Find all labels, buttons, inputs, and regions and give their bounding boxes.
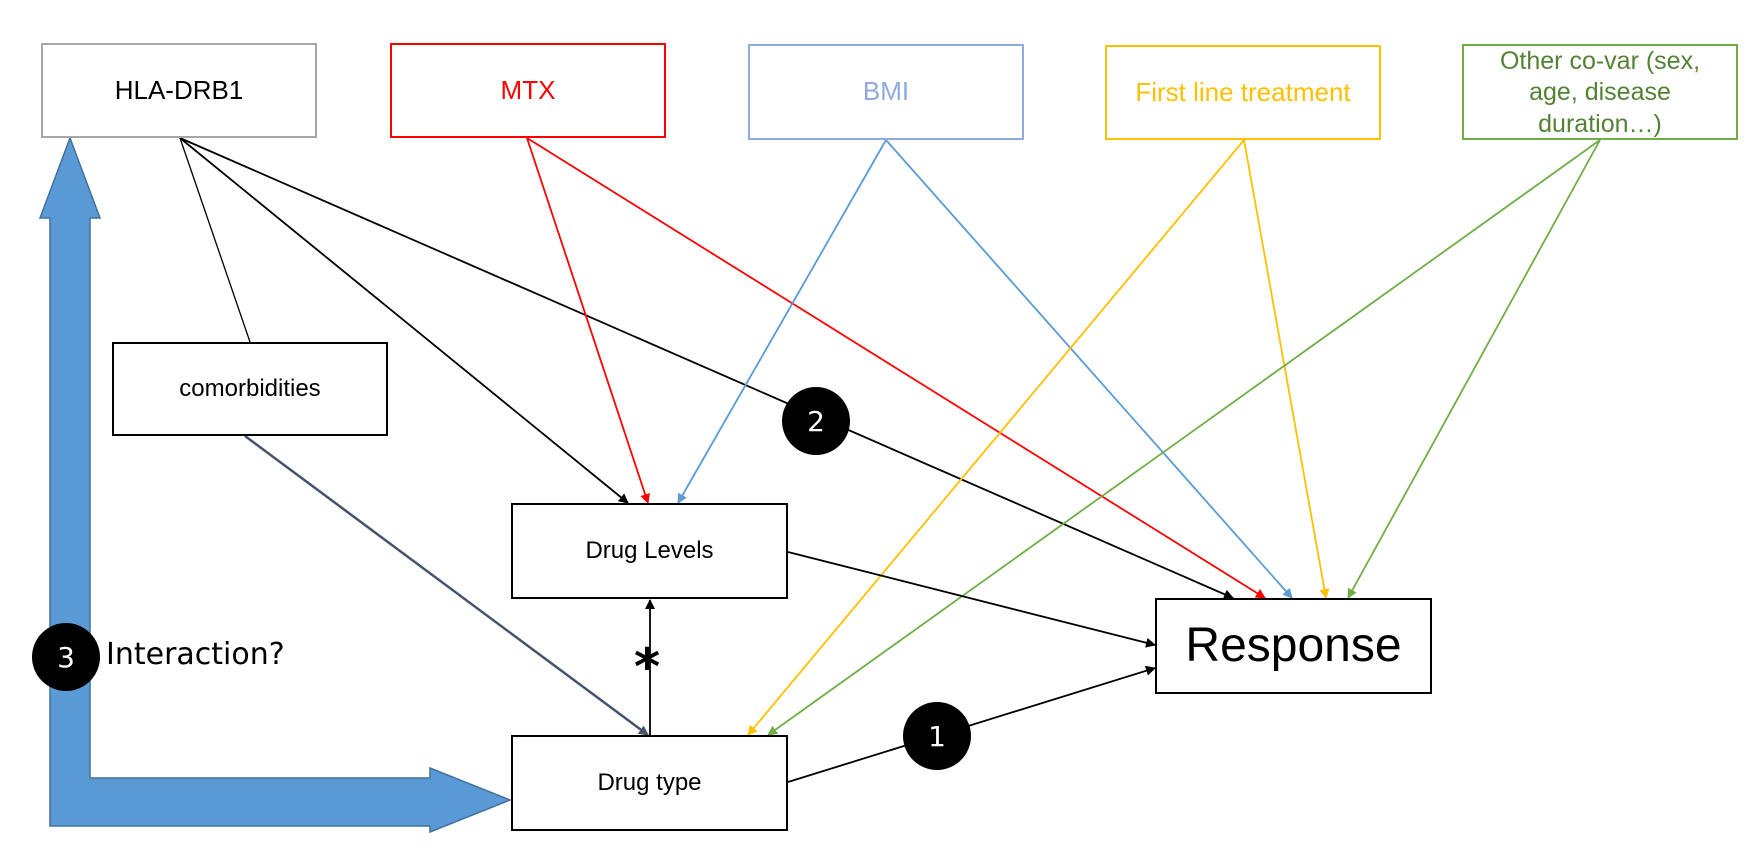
- edge-firstline-drugtype: [747, 139, 1245, 736]
- marker-1-label: 1: [928, 719, 946, 753]
- node-comorbidities-label: comorbidities: [179, 375, 321, 403]
- edge-othercovar-response: [1347, 139, 1601, 599]
- star-marker: *: [634, 638, 661, 696]
- node-comorbidities: comorbidities: [112, 342, 388, 436]
- node-mtx-label: MTX: [500, 74, 556, 105]
- edge-hla-response: [179, 137, 1234, 599]
- node-other-covar: Other co-var (sex, age, disease duration…: [1462, 44, 1738, 140]
- marker-1: 1: [903, 702, 971, 770]
- node-hla-drb1: HLA-DRB1: [41, 43, 317, 138]
- node-drug-type: Drug type: [511, 735, 788, 831]
- marker-2-label: 2: [807, 404, 825, 438]
- interaction-arrow: [38, 135, 513, 834]
- edge-mtx-druglevels: [526, 137, 650, 504]
- edge-hla-druglevels: [179, 137, 629, 504]
- node-other-covar-label: Other co-var (sex, age, disease duration…: [1499, 47, 1701, 138]
- node-response-label: Response: [1185, 618, 1402, 672]
- node-first-line-treatment-label: First line treatment: [1135, 76, 1351, 107]
- marker-3: 3: [32, 623, 100, 691]
- edge-bmi-druglevels: [677, 139, 887, 504]
- node-response: Response: [1155, 598, 1432, 694]
- node-bmi-label: BMI: [862, 76, 910, 107]
- node-drug-levels-label: Drug Levels: [585, 537, 714, 565]
- node-hla-drb1-label: HLA-DRB1: [114, 74, 244, 105]
- node-drug-levels: Drug Levels: [511, 503, 788, 599]
- node-first-line-treatment: First line treatment: [1105, 45, 1381, 140]
- edge-othercovar-drugtype: [767, 139, 1601, 736]
- edge-drugtype-response: [787, 665, 1156, 783]
- node-drug-type-label: Drug type: [597, 769, 702, 797]
- edge-firstline-response: [1243, 139, 1330, 599]
- edge-bmi-response: [885, 139, 1293, 599]
- node-bmi: BMI: [748, 44, 1024, 140]
- marker-3-label: 3: [57, 640, 75, 674]
- edge-druglevels-response: [787, 551, 1156, 648]
- edge-hla-comorbidities: [179, 137, 251, 343]
- node-mtx: MTX: [390, 43, 666, 138]
- edge-comorbidities-drugtype: [244, 434, 649, 737]
- edge-mtx-response: [526, 137, 1266, 599]
- marker-2: 2: [782, 387, 850, 455]
- interaction-label: Interaction?: [106, 637, 285, 672]
